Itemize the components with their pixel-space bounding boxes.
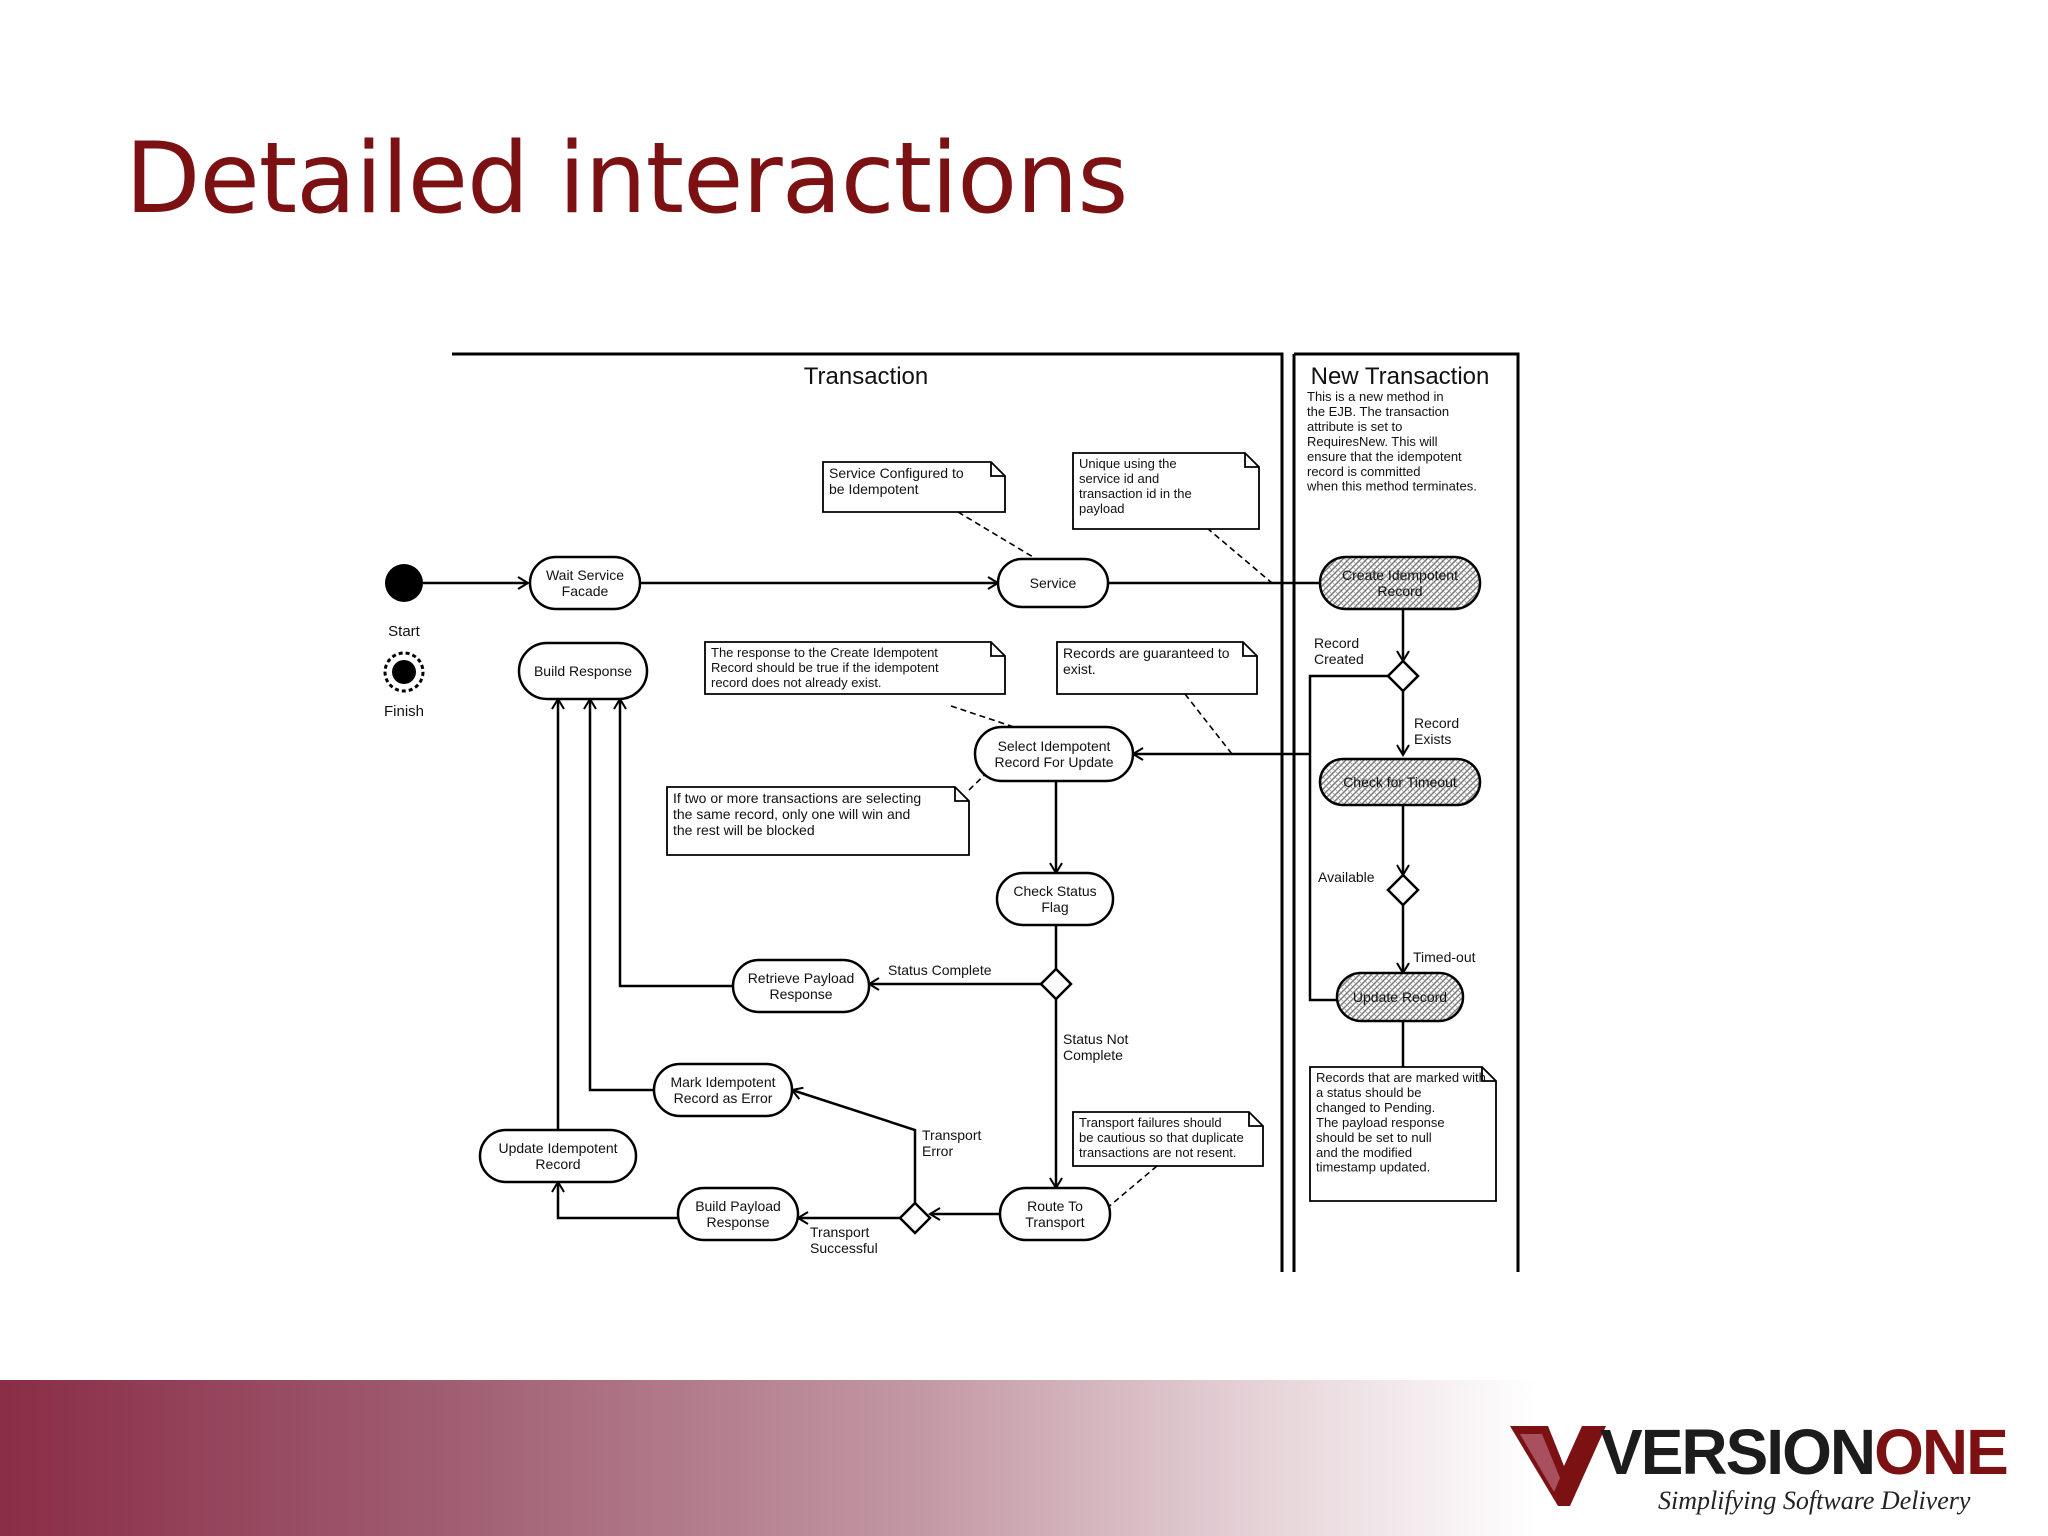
start-label: Start <box>388 623 421 640</box>
state-mark-idempotent-error <box>652 1062 794 1118</box>
decision-node <box>1386 659 1420 693</box>
edge-label-status-complete: Status Complete <box>888 962 992 978</box>
start-node <box>385 564 423 602</box>
edge-label-available: Available <box>1318 869 1375 885</box>
edge-label-timed-out: Timed-out <box>1413 949 1476 965</box>
state-check-for-timeout <box>1318 757 1482 807</box>
logo-word-version: VERSION <box>1600 1416 1876 1488</box>
note-unique-id <box>1072 452 1260 530</box>
finish-node-core <box>392 660 416 684</box>
state-update-record <box>1335 971 1465 1023</box>
note-records-guaranteed <box>1056 641 1258 695</box>
frame-title-new-transaction: New Transaction <box>1311 363 1490 390</box>
decision-node <box>1386 873 1420 907</box>
logo-tagline: Simplifying Software Delivery <box>1658 1486 1971 1515</box>
state-label-update-record: Update Record <box>1353 989 1447 1005</box>
finish-label: Finish <box>384 703 424 720</box>
state-retrieve-payload <box>731 958 871 1014</box>
decision-node <box>1039 967 1073 1001</box>
footer-band <box>0 1380 2048 1536</box>
note-anchor <box>1206 527 1273 584</box>
slide-title: Detailed interactions <box>125 122 1128 236</box>
note-anchor <box>957 511 1039 561</box>
decision-node <box>898 1201 932 1235</box>
note-records-marked <box>1309 1066 1497 1202</box>
finish-node <box>383 651 425 693</box>
arrowhead <box>517 576 530 590</box>
state-label-service: Service <box>1030 575 1077 591</box>
arrowhead <box>1396 744 1410 757</box>
note-anchor <box>950 705 1021 730</box>
note-two-or-more <box>666 786 970 856</box>
state-route-to-transport <box>998 1186 1112 1242</box>
note-text-two-or-more: If two or more transactions are selectin… <box>673 790 921 838</box>
state-label-check-for-timeout: Check for Timeout <box>1343 774 1457 790</box>
versionone-logo: VERSIONONE Simplifying Software Delivery <box>1508 1420 2028 1520</box>
state-update-idempotent <box>478 1128 638 1184</box>
note-response-to-create <box>704 641 1006 695</box>
state-check-status-flag <box>995 871 1115 927</box>
connector-line <box>618 699 733 988</box>
note-anchor <box>1184 693 1233 755</box>
versionone-v-icon <box>1510 1426 1606 1506</box>
logo-wordmark: VERSIONONE <box>1600 1420 2009 1484</box>
state-wait-service-facade <box>528 555 642 611</box>
arrowhead <box>928 1207 941 1221</box>
state-select-idempotent <box>973 725 1135 783</box>
connector-line <box>588 699 655 1092</box>
connector-line <box>791 1088 917 1203</box>
state-service <box>996 557 1110 609</box>
connector-line <box>556 1182 678 1220</box>
frame-title-transaction: Transaction <box>804 363 929 390</box>
note-service-configured <box>822 461 1006 513</box>
state-create-idempotent <box>1318 555 1482 611</box>
logo-word-one: ONE <box>1874 1416 2009 1488</box>
note-transport-failures <box>1072 1111 1264 1167</box>
state-build-response <box>517 641 649 701</box>
state-label-build-response: Build Response <box>534 663 632 679</box>
connector-line <box>1308 674 1388 1002</box>
state-build-payload-response <box>676 1186 800 1242</box>
